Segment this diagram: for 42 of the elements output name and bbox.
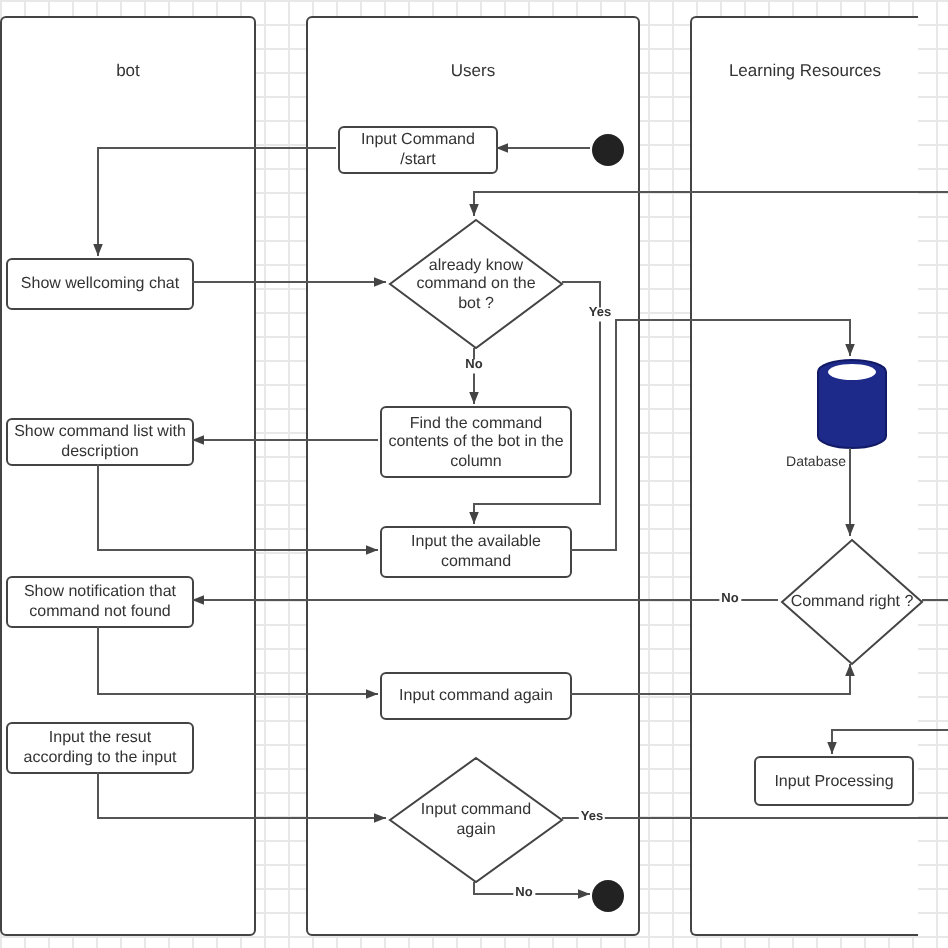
decision-diamond	[388, 218, 564, 350]
lane-title: bot	[114, 58, 142, 84]
action-box: Show wellcoming chat	[6, 258, 194, 310]
decision-label: Command right ?	[790, 592, 914, 612]
decision-diamond	[780, 538, 924, 666]
action-box: Input the available command	[380, 526, 572, 578]
action-box: Input the resut according to the input	[6, 722, 194, 774]
arrow	[97, 625, 379, 699]
arrow	[97, 463, 379, 555]
swimlane	[306, 16, 640, 936]
arrow	[97, 771, 387, 823]
start-node	[592, 134, 624, 166]
action-box: Show command list with description	[6, 418, 194, 466]
arrow	[469, 347, 479, 405]
end-node	[592, 880, 624, 912]
arrow	[569, 319, 855, 551]
arrow	[473, 881, 591, 899]
arrow	[191, 595, 779, 605]
action-box: Input command again	[380, 672, 572, 720]
action-box: Input Command /start	[338, 126, 498, 174]
arrow	[191, 277, 387, 287]
database-cylinder	[816, 358, 888, 450]
decision-label: already know command on the bot ?	[414, 255, 538, 313]
connector-line	[921, 599, 948, 601]
arrow	[569, 663, 855, 695]
decision-diamond	[388, 756, 564, 884]
decision-label: Input command again	[418, 800, 534, 840]
action-box: Find the command contents of the bot in the column	[380, 406, 572, 478]
action-box: Input Processing	[754, 756, 914, 806]
arrow	[469, 281, 601, 525]
swimlane	[0, 16, 256, 936]
connector-line	[561, 817, 948, 819]
arrow	[495, 143, 591, 153]
action-box: Show notification that command not found	[6, 576, 194, 628]
swimlane	[690, 16, 918, 936]
lane-title: Learning Resources	[726, 58, 884, 84]
lane-title: Users	[448, 58, 498, 84]
arrow	[827, 729, 948, 755]
arrow	[93, 147, 337, 257]
arrow	[845, 447, 855, 537]
arrow	[469, 191, 948, 217]
arrow	[191, 435, 379, 445]
